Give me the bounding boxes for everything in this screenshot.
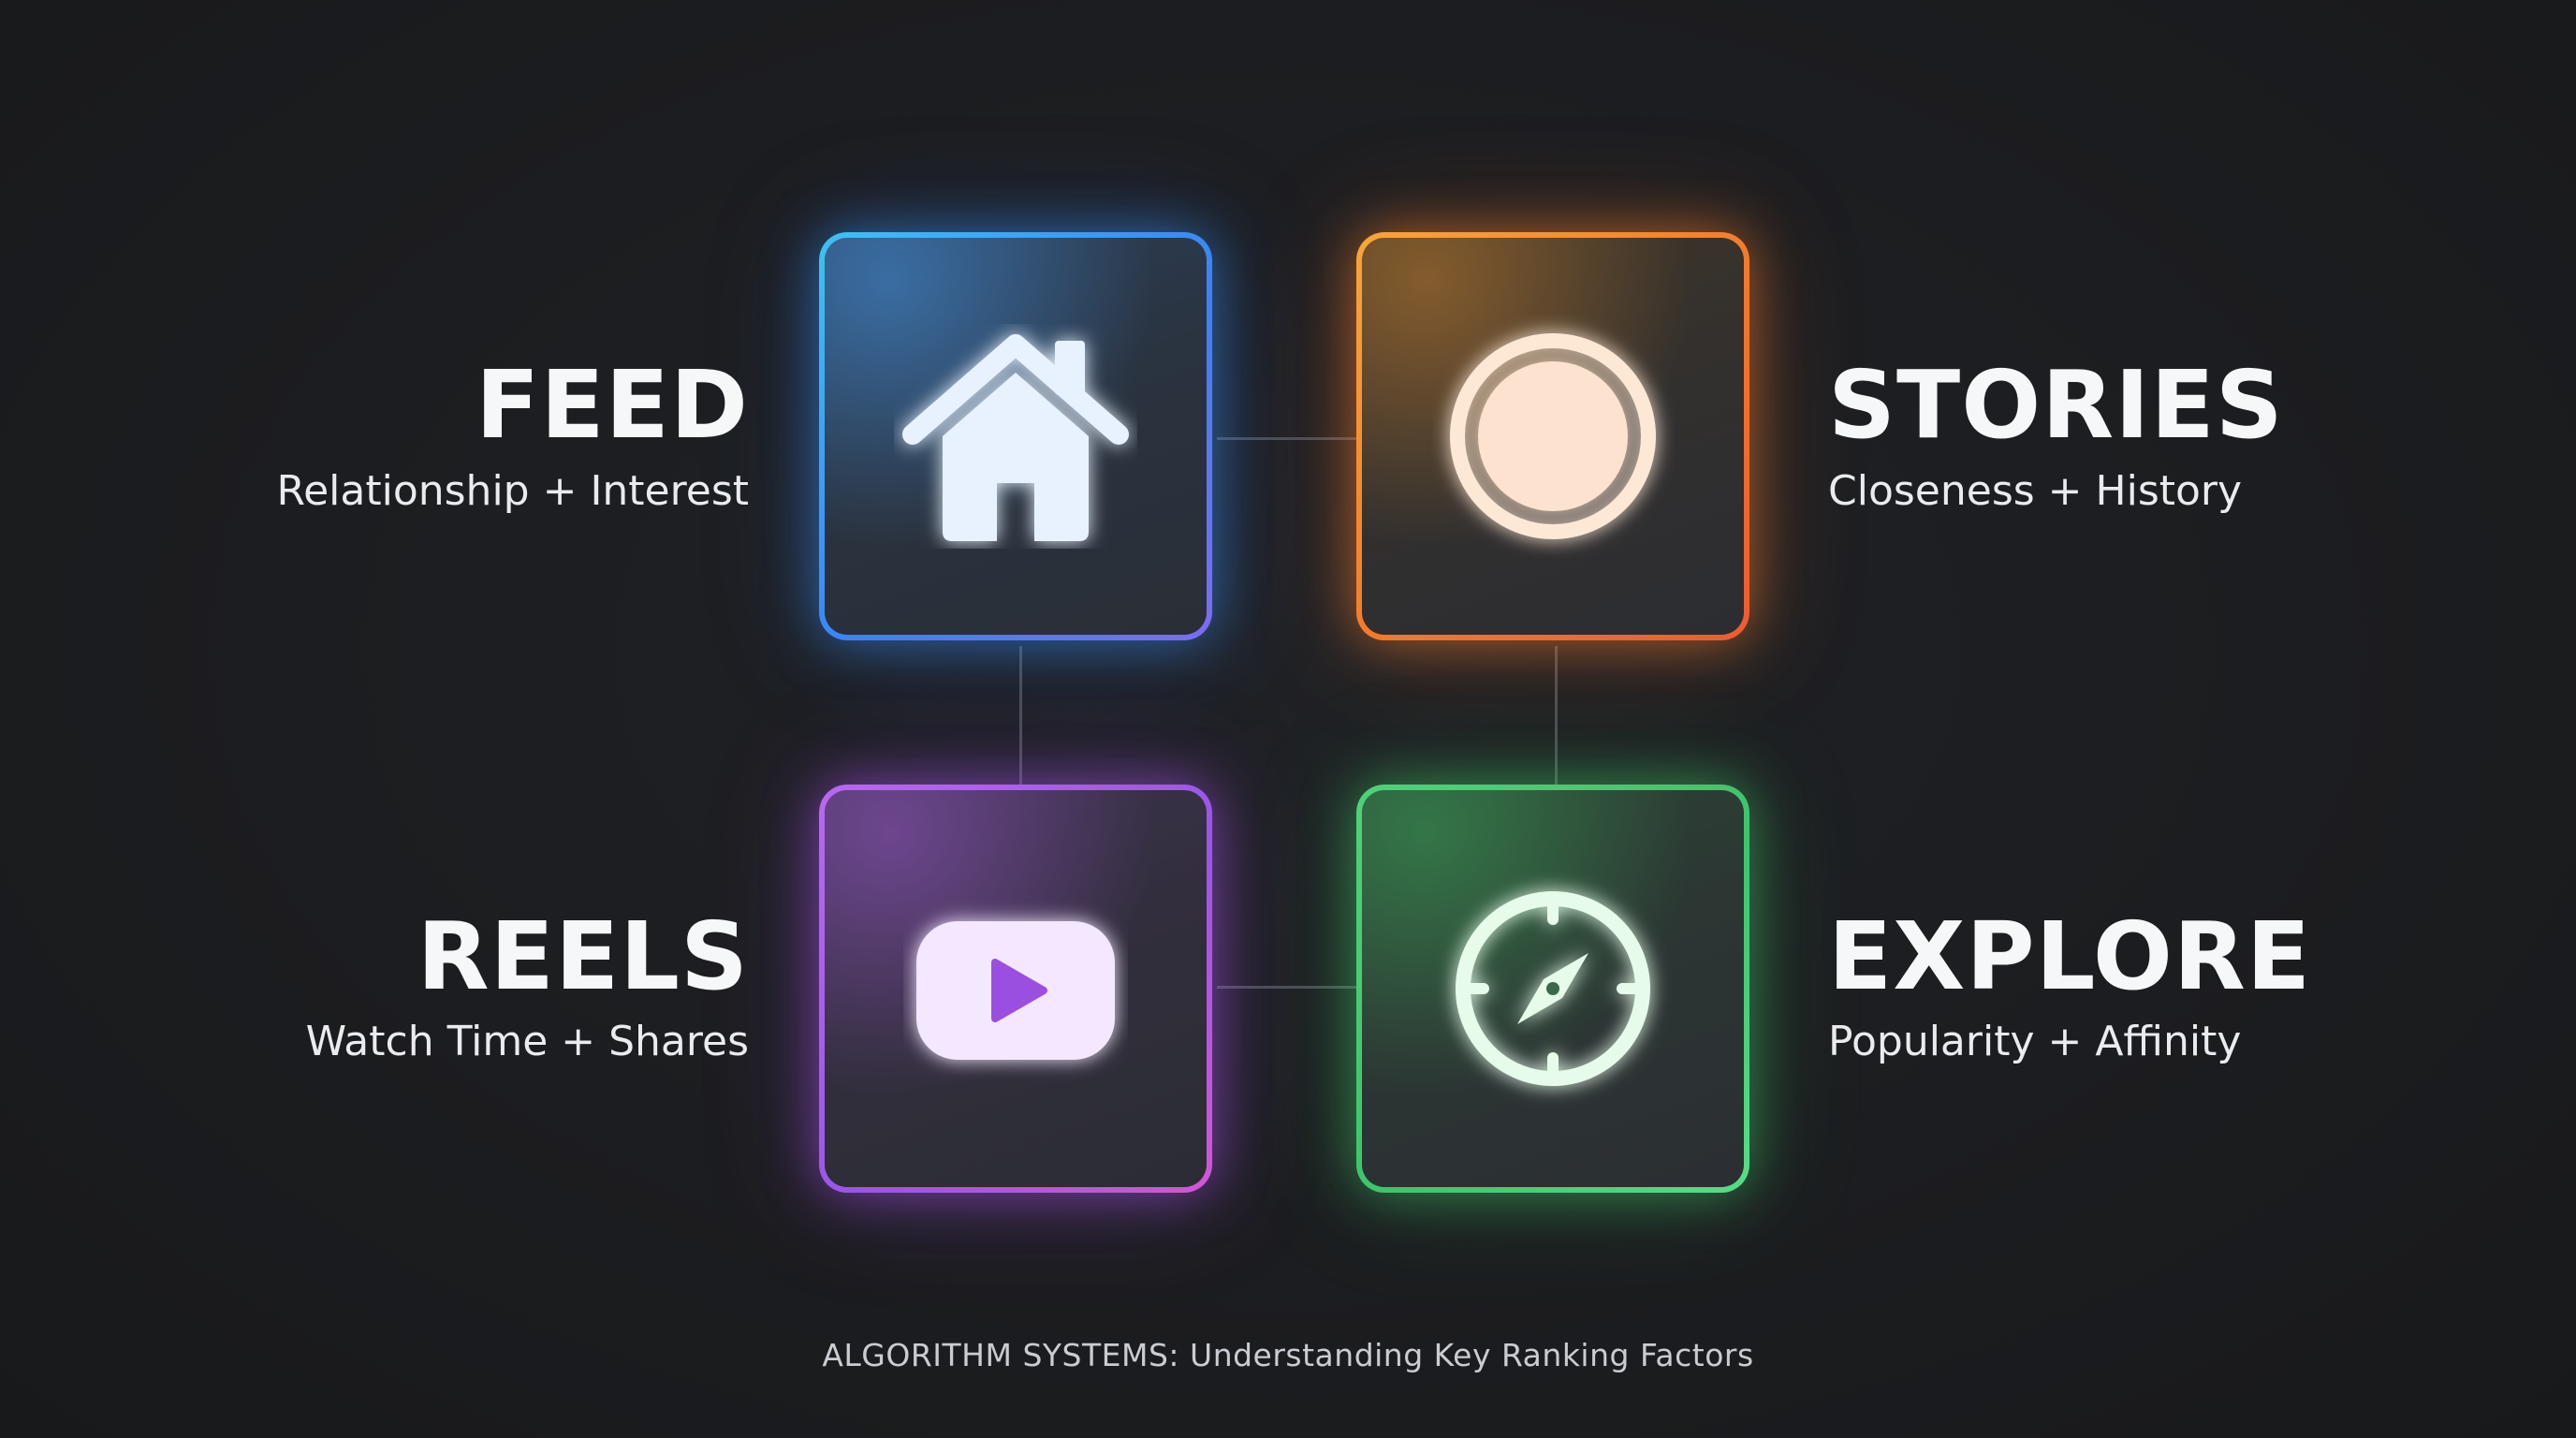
compass-icon: [1456, 891, 1650, 1086]
connector-reels-explore: [1217, 986, 1357, 989]
feed-subtitle: Relationship + Interest: [276, 467, 750, 515]
play-button-icon: [916, 921, 1115, 1060]
stories-title: STORIES: [1828, 350, 2284, 460]
connector-feed-stories: [1217, 437, 1357, 440]
feed-tile: [819, 232, 1212, 640]
reels-subtitle: Watch Time + Shares: [305, 1018, 749, 1065]
explore-subtitle: Popularity + Affinity: [1828, 1018, 2242, 1065]
feed-title: FEED: [476, 350, 749, 460]
reels-title: REELS: [417, 902, 749, 1011]
connector-feed-reels: [1019, 646, 1022, 786]
reels-tile: [819, 785, 1212, 1193]
circle-ring-icon: [1450, 333, 1656, 539]
explore-tile: [1356, 785, 1749, 1193]
diagram-caption: ALGORITHM SYSTEMS: Understanding Key Ran…: [822, 1337, 1754, 1373]
stories-tile: [1356, 232, 1749, 640]
home-icon: [902, 334, 1129, 541]
stories-subtitle: Closeness + History: [1828, 467, 2243, 515]
explore-title: EXPLORE: [1828, 902, 2312, 1011]
connector-stories-explore: [1555, 646, 1558, 786]
